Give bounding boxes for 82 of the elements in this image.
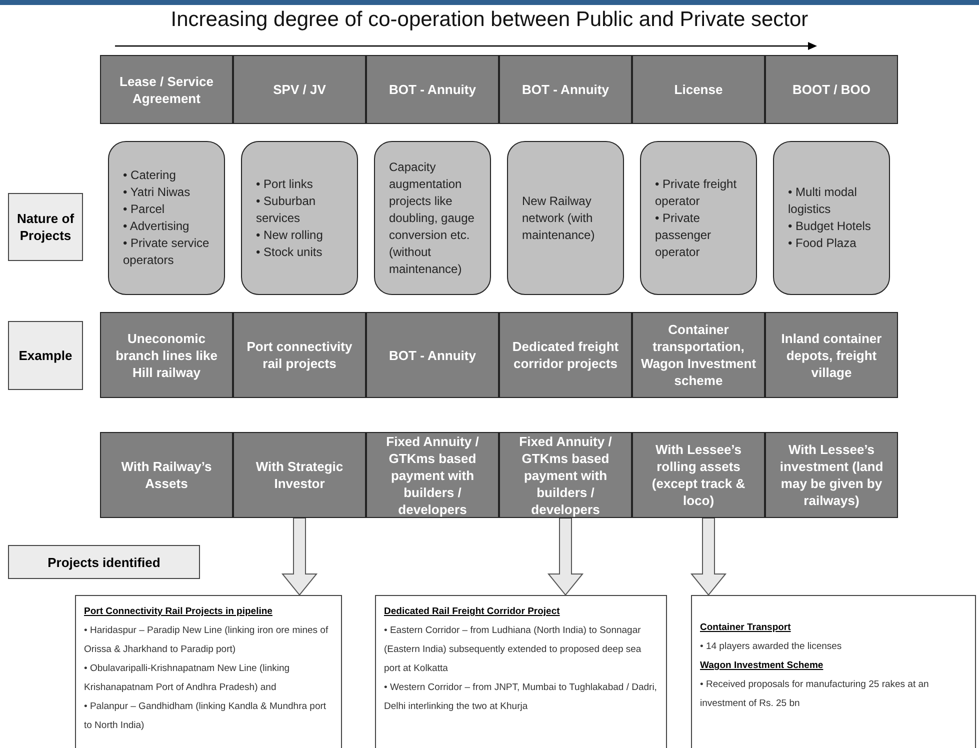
project-text: • Multi modal logistics <box>788 184 858 218</box>
project-text: Capacity augmentation projects like doubling, gauge conversion etc. (without maintenance) <box>389 158 476 278</box>
model-text: Fixed Annuity / GTKms based payment with builders / developers <box>518 432 613 518</box>
panel-heading: Container Transport <box>700 621 792 635</box>
example-bar <box>765 312 898 398</box>
project-panel <box>375 595 667 748</box>
row-label: Nature of Projects <box>16 210 76 244</box>
column-heading: License <box>674 81 723 98</box>
label-box <box>8 545 200 579</box>
example-bar <box>366 312 499 398</box>
example-text: Container transportation, Wagon Investment scheme <box>640 321 758 389</box>
bullet-text: • Obulavaripalli-Krishnapatnam New Line (linking Krishanapatnam Port of Andhra Pradesh) and <box>84 662 291 695</box>
model-bar <box>100 432 233 518</box>
model-bar <box>499 432 632 518</box>
rounded-box <box>773 141 890 295</box>
project-text: • New rolling <box>256 226 324 244</box>
project-text: • Private freight operator <box>655 176 738 210</box>
column-heading: SPV / JV <box>273 81 326 98</box>
example-text: Port connectivity rail projects <box>246 338 354 372</box>
project-text: New Railway network (with maintenance) <box>522 192 596 244</box>
label-box <box>8 193 83 261</box>
bullet-text: • Palanpur – Gandhidham (linking Kandla & Mundhra port to North India) <box>84 700 328 733</box>
bullet-text: • Haridaspur – Paradip New Line (linking iron ore mines of Orissa & Jharkhand to Paradip port) <box>84 624 330 657</box>
column-heading: BOT - Annuity <box>522 81 609 98</box>
title: Increasing degree of co-operation between Public and Private sector <box>170 8 810 32</box>
project-text: • Advertising <box>123 218 190 235</box>
example-bar <box>632 312 765 398</box>
header-bar <box>100 55 233 124</box>
panel-heading: Wagon Investment Scheme <box>700 659 824 673</box>
project-text: • Private service operators <box>123 235 210 269</box>
model-text: With Railway’s Assets <box>120 458 213 492</box>
header-bar <box>366 55 499 124</box>
column-heading: BOT - Annuity <box>389 81 476 98</box>
project-text: • Yatri Niwas <box>123 184 192 201</box>
model-text: With Lessee’s investment (land may be given by railways) <box>778 441 884 509</box>
project-text: • Stock units <box>256 244 324 260</box>
bullet-text: • Eastern Corridor – from Ludhiana (North India) to Sonnagar (Eastern India) subsequently extended to proposed deep sea port at Kolkatta <box>384 624 642 676</box>
example-text: Inland container depots, freight village <box>780 330 883 380</box>
bullet-text: • Received proposals for manufacturing 25 rakes at an investment of Rs. 25 bn <box>700 678 930 711</box>
bullet-text: • Western Corridor – from JNPT, Mumbai to Tughlakabad / Dadri, Delhi interlinking the two at Khurja <box>384 681 658 714</box>
panel-heading: Port Connectivity Rail Projects in pipeline <box>84 605 274 619</box>
header-bar <box>632 55 765 124</box>
block-arrow <box>281 518 318 596</box>
example-text: BOT - Annuity <box>389 346 476 364</box>
header-bar <box>499 55 632 124</box>
example-bar <box>100 312 233 398</box>
model-bar <box>765 432 898 518</box>
row-label: Example <box>18 347 72 364</box>
project-text: • Budget Hotels <box>788 218 872 235</box>
panel-heading: Dedicated Rail Freight Corridor Project <box>384 605 561 619</box>
column-heading: Lease / Service Agreement <box>118 72 214 106</box>
project-text: • Catering <box>123 167 177 184</box>
project-panel <box>75 595 342 748</box>
block-arrow <box>690 518 727 596</box>
bullet-text: • 14 players awarded the licenses <box>700 640 843 654</box>
header-bar <box>765 55 898 124</box>
rounded-box <box>640 141 757 295</box>
example-text: Uneconomic branch lines like Hill railway <box>114 330 218 380</box>
example-bar <box>233 312 366 398</box>
model-text: With Lessee’s rolling assets (except track & loco) <box>650 441 746 509</box>
section-label: Projects identified <box>48 554 160 570</box>
project-text: • Parcel <box>123 201 166 218</box>
project-text: • Suburban services <box>256 192 317 226</box>
model-bar <box>632 432 765 518</box>
example-bar <box>499 312 632 398</box>
project-text: • Port links <box>256 176 314 192</box>
rounded-box <box>241 141 358 295</box>
block-arrow <box>547 518 584 596</box>
project-panel <box>691 595 976 748</box>
header-bar <box>233 55 366 124</box>
model-text: With Strategic Investor <box>254 458 344 492</box>
model-bar <box>366 432 499 518</box>
project-text: • Food Plaza <box>788 235 858 252</box>
example-text: Dedicated freight corridor projects <box>511 338 620 372</box>
label-box <box>8 321 83 390</box>
rounded-box <box>108 141 225 295</box>
model-bar <box>233 432 366 518</box>
model-text: Fixed Annuity / GTKms based payment with builders / developers <box>385 432 480 518</box>
rounded-box <box>374 141 491 295</box>
project-text: • Private passenger operator <box>655 210 712 260</box>
column-heading: BOOT / BOO <box>792 81 870 98</box>
rounded-box <box>507 141 624 295</box>
